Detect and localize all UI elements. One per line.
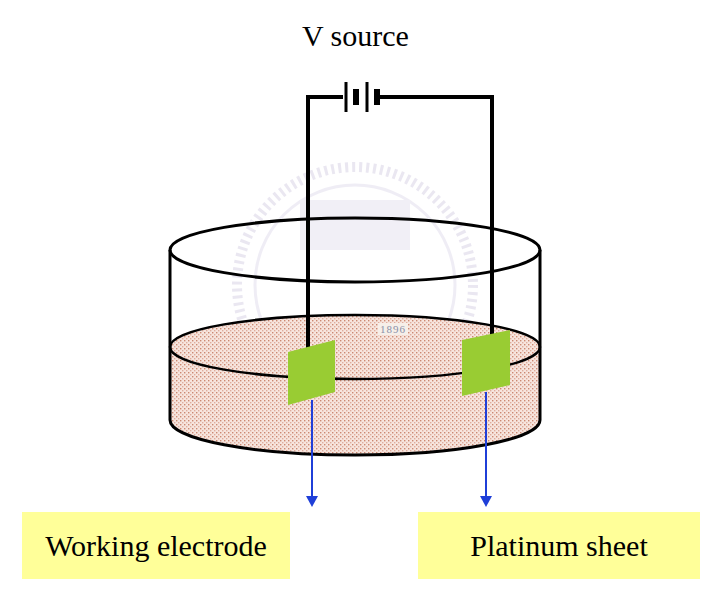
box-text: Working electrode [45,529,267,563]
petri-dish [170,218,540,455]
leader-arrow [306,392,492,507]
electrolyte [170,315,540,455]
caption-box: Platinum sheet [418,512,700,579]
box-text: Platinum sheet [470,529,647,563]
watermark-text: 1896 [378,323,408,335]
platinum-plate [462,330,510,396]
caption-box: Working electrode [22,512,290,579]
circuit-wire [308,82,492,352]
working-electrode-plate [288,340,335,405]
source-label: V source [302,19,409,53]
